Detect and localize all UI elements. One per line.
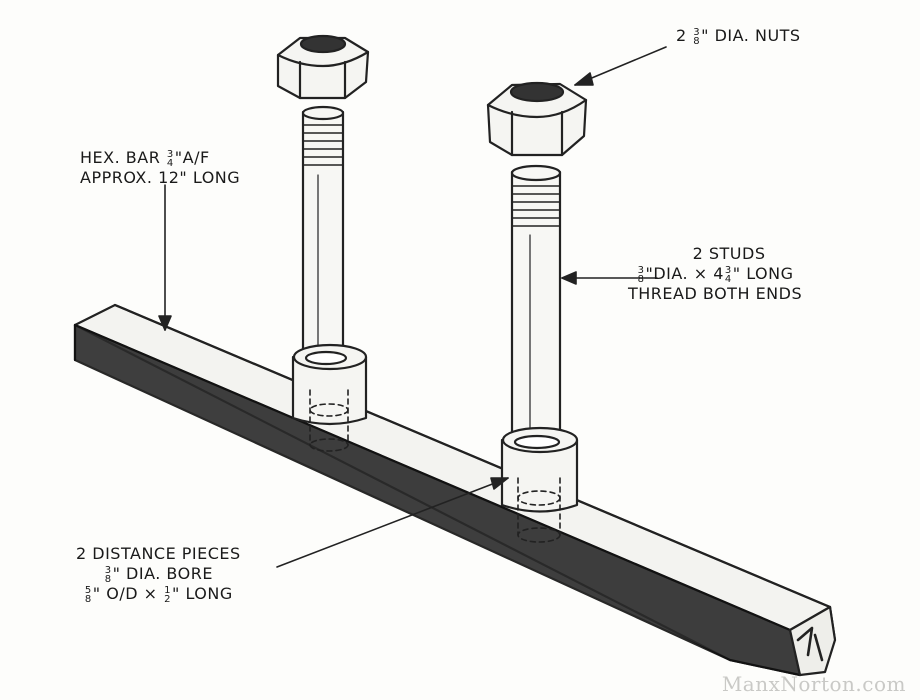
right-stud-assembly (486, 81, 588, 543)
watermark: ManxNorton.com (721, 672, 906, 696)
hexbar-suffix: "A/F (174, 148, 210, 167)
studs-size: "DIA. × 4 (645, 264, 724, 283)
studs-thread: THREAD BOTH ENDS (628, 284, 803, 303)
leader-lines (158, 46, 667, 568)
nuts-text: " DIA. NUTS (701, 26, 801, 45)
hexbar-length: APPROX. 12" LONG (80, 168, 241, 187)
left-stud-assembly (276, 34, 370, 452)
studs-qty: 2 STUDS (692, 244, 766, 263)
hexbar-prefix: HEX. BAR (80, 148, 161, 167)
distance-bore: " DIA. BORE (112, 564, 213, 583)
hex-bar (73, 303, 837, 677)
nuts-qty: 2 (676, 26, 687, 45)
distance-qty: 2 DISTANCE PIECES (76, 544, 241, 563)
